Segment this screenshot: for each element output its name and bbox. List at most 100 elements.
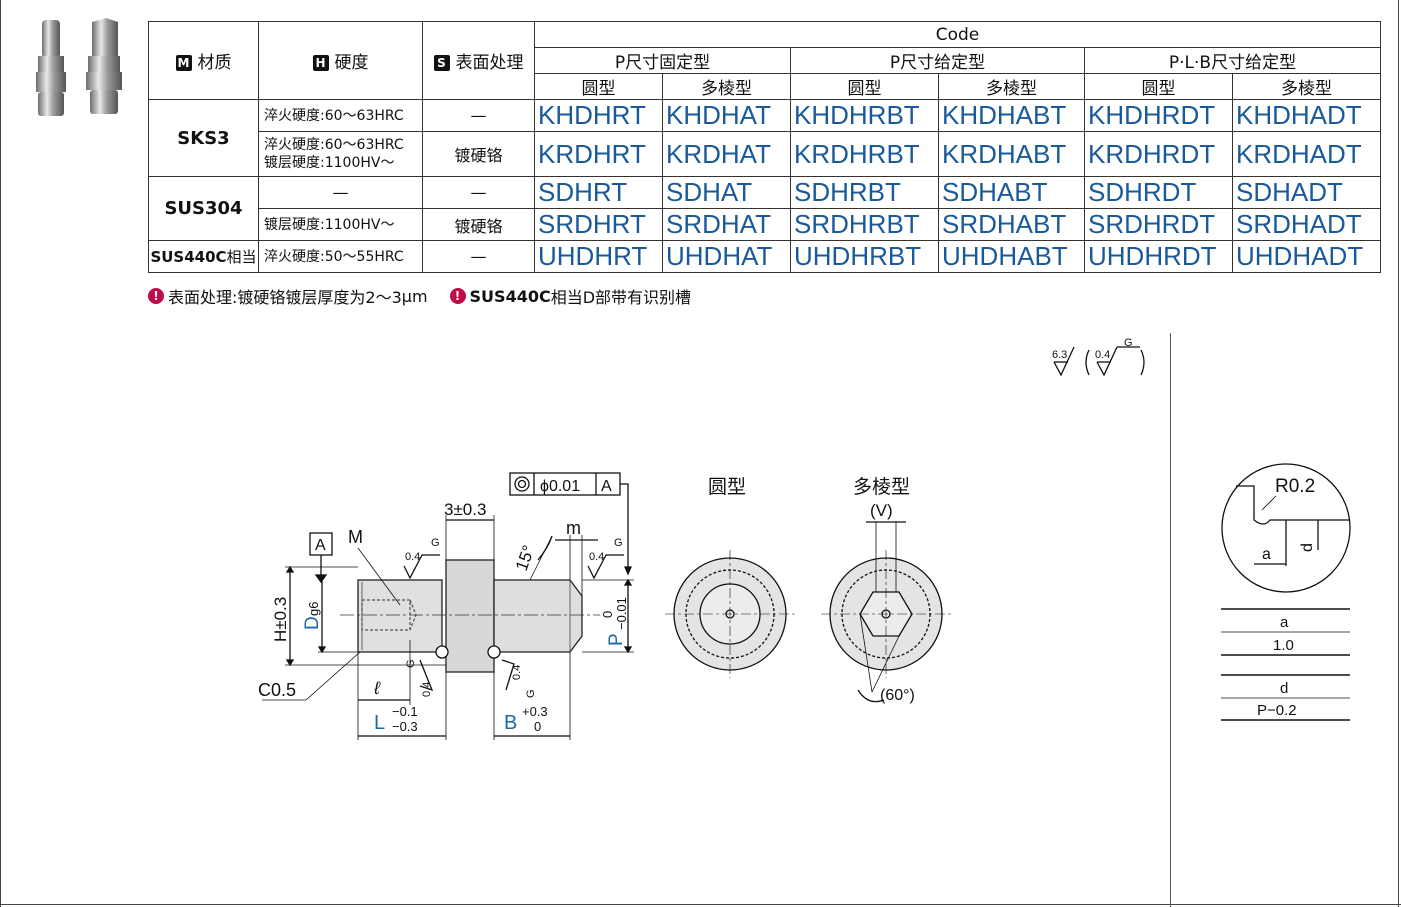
roughness-symbol (1053, 346, 1145, 377)
code-cell[interactable]: KRDHRDT (1084, 131, 1233, 177)
code-cell[interactable]: KHDHABT (938, 99, 1085, 132)
warning-icon: ! (449, 288, 466, 304)
code-cell[interactable]: SRDHABT (938, 208, 1085, 241)
roughness-6-3: 6.3 (1052, 349, 1067, 361)
subtype: 圆型 (790, 73, 939, 100)
angle-60: (60°) (880, 687, 915, 704)
frame-left (0, 0, 1, 907)
code-cell[interactable]: SRDHRT (534, 208, 663, 241)
roughness-g: G (1124, 337, 1133, 349)
code-cell[interactable]: SDHABT (938, 176, 1085, 209)
code-cell[interactable]: KHDHAT (662, 99, 791, 132)
code-cell[interactable]: KRDHAT (662, 131, 791, 177)
hardness-cell: 淬火硬度:60～63HRC 镀层硬度:1100HV～ (258, 131, 423, 177)
hardness-line: 镀层硬度:1100HV～ (264, 155, 395, 171)
dim-d-tol: g6 (306, 602, 321, 616)
roughness-g-label: G (405, 659, 417, 668)
detail-radius: R0.2 (1275, 476, 1315, 497)
chamfer-label: C0.5 (258, 680, 296, 700)
material-cell: SUS304 (148, 176, 259, 241)
roughness-g-label: G (525, 689, 537, 698)
code-cell[interactable]: UHDHADT (1232, 240, 1381, 273)
hardness-cell: — (258, 176, 423, 209)
code-cell[interactable]: KRDHRT (534, 131, 663, 177)
warning-icon: ! (148, 288, 164, 304)
dim-3: 3±0.3 (444, 500, 486, 519)
group-fixed: P尺寸固定型 (534, 47, 791, 74)
code-cell[interactable]: KHDHRT (534, 99, 663, 132)
frame-right (1398, 0, 1399, 907)
datum-label: A (315, 537, 326, 554)
roughness-label: 0.4 (405, 551, 420, 563)
poly-title: 多棱型 (853, 476, 910, 498)
polygon-end-view (821, 521, 951, 703)
table-row: SUS440C相当 淬火硬度:50～55HRC — UHDHRT UHDHAT … (148, 240, 1381, 273)
hardness-label: 硬度 (334, 53, 369, 73)
code-cell[interactable]: SRDHAT (662, 208, 791, 241)
code-cell[interactable]: UHDHRBT (790, 240, 939, 273)
dim-b-tol-lower: 0 (534, 719, 541, 734)
label-m-thread: M (348, 527, 363, 547)
hardness-cell: 镀层硬度:1100HV～ (258, 208, 423, 241)
detail-view (1221, 463, 1351, 593)
detail-a: a (1262, 546, 1271, 563)
hardness-line: 淬火硬度:60～63HRC (264, 137, 404, 153)
surface-badge-icon: S (433, 55, 450, 71)
code-cell[interactable]: SRDHADT (1232, 208, 1381, 241)
material-name: SUS440C (150, 248, 227, 266)
label-m-small: m (566, 518, 581, 538)
dim-h: H±0.3 (271, 597, 290, 642)
code-cell[interactable]: KRDHRBT (790, 131, 939, 177)
dim-ell: ℓ (373, 678, 381, 698)
surface-cell: 镀硬铬 (422, 131, 535, 177)
code-cell[interactable]: KRDHABT (938, 131, 1085, 177)
angle-15: 15° (512, 543, 539, 574)
round-end-view (665, 550, 795, 678)
note-text: 表面处理:镀硬铬镀层厚度为2～3 (168, 288, 402, 307)
roughness-g-label: G (614, 537, 623, 549)
section-divider (1170, 333, 1171, 907)
material-label: 材质 (197, 53, 232, 73)
material-cell: SUS440C相当 (148, 240, 259, 273)
surface-label: 表面处理 (455, 53, 524, 73)
code-cell[interactable]: SRDHRDT (1084, 208, 1233, 241)
surface-cell: — (422, 240, 535, 273)
table-a-head: a (1280, 614, 1289, 631)
material-badge-icon: M (175, 55, 192, 71)
code-cell[interactable]: UHDHRDT (1084, 240, 1233, 273)
table-row: 镀层硬度:1100HV～ 镀硬铬 SRDHRT SRDHAT SRDHRBT S… (149, 208, 1381, 241)
header-material: M 材质 (148, 21, 259, 100)
frame-bottom (0, 904, 1401, 905)
header-code: Code (534, 21, 1381, 48)
code-cell[interactable]: SDHAT (662, 176, 791, 209)
hardness-cell: 淬火硬度:60～63HRC (258, 99, 423, 132)
code-cell[interactable]: SDHRDT (1084, 176, 1233, 209)
subtype: 多棱型 (662, 73, 791, 100)
pin-side-view (340, 559, 600, 673)
code-cell[interactable]: KHDHADT (1232, 99, 1381, 132)
dim-p: P (606, 633, 627, 646)
code-cell[interactable]: SDHRBT (790, 176, 939, 209)
surface-cell: 镀硬铬 (422, 208, 535, 241)
dim-l-tol-lower: −0.3 (392, 719, 418, 734)
code-cell[interactable]: UHDHABT (938, 240, 1085, 273)
group-given: P尺寸给定型 (790, 47, 1085, 74)
table-row: SKS3 淬火硬度:60～63HRC — KHDHRT KHDHAT KHDHR… (148, 99, 1381, 177)
code-cell[interactable]: KRDHADT (1232, 131, 1381, 177)
label-v: (V) (870, 501, 893, 520)
group-plb: P·L·B尺寸给定型 (1084, 47, 1381, 74)
dim-d: D (302, 616, 323, 630)
material-suffix: 相当 (226, 248, 257, 266)
code-cell[interactable]: SRDHRBT (790, 208, 939, 241)
code-cell[interactable]: UHDHRT (534, 240, 663, 273)
dim-p-tol-upper: 0 (600, 611, 615, 618)
code-cell[interactable]: SDHRT (534, 176, 663, 209)
table-d-val: P−0.2 (1257, 702, 1297, 719)
dim-b: B (504, 712, 517, 734)
dim-l-tol-upper: −0.1 (392, 704, 418, 719)
